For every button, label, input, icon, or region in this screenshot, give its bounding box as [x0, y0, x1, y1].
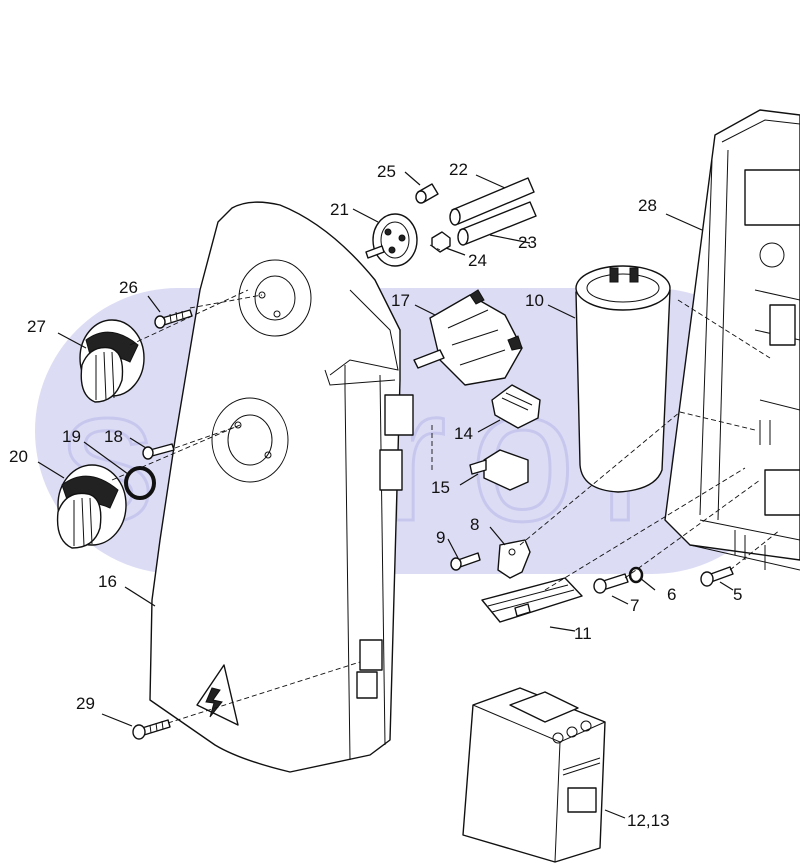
part-28-housing — [664, 109, 800, 571]
label-11: 11 — [574, 624, 592, 643]
part-17-switch — [413, 289, 523, 386]
part-15-component — [469, 449, 529, 491]
part-11-din-rail — [481, 577, 583, 623]
label-21: 21 — [330, 200, 349, 219]
part-23-tube — [457, 201, 537, 246]
label-28: 28 — [638, 196, 657, 215]
part-14-component — [491, 384, 541, 429]
part-27-knob-upper — [79, 319, 145, 403]
label-26: 26 — [119, 278, 138, 297]
leader-lines — [37, 171, 734, 819]
part-29-screw — [132, 719, 171, 740]
label-23: 23 — [518, 233, 537, 252]
part-12-13-contactor — [462, 687, 606, 863]
part-20-knob-lower — [56, 464, 127, 549]
label-8: 8 — [470, 515, 479, 534]
part-6-washer — [628, 566, 644, 584]
label-16: 16 — [98, 572, 117, 591]
callout-labels: 26 27 18 19 20 16 29 21 25 22 23 24 17 1… — [9, 160, 742, 830]
label-12-13: 12,13 — [627, 811, 670, 830]
assembly-guide-lines — [111, 244, 781, 724]
label-20: 20 — [9, 447, 28, 466]
part-7-screw — [593, 573, 629, 594]
label-14: 14 — [454, 424, 473, 443]
label-29: 29 — [76, 694, 95, 713]
part-21-plug — [365, 213, 418, 267]
label-18: 18 — [104, 427, 123, 446]
label-25: 25 — [377, 162, 396, 181]
label-19: 19 — [62, 427, 81, 446]
label-5: 5 — [733, 585, 742, 604]
part-8-bracket — [497, 539, 531, 579]
label-22: 22 — [449, 160, 468, 179]
label-10: 10 — [525, 291, 544, 310]
part-5-screw — [700, 566, 734, 587]
label-7: 7 — [630, 596, 639, 615]
part-16-front-cover — [149, 201, 414, 773]
label-17: 17 — [391, 291, 410, 310]
label-15: 15 — [431, 478, 450, 497]
label-24: 24 — [468, 251, 487, 270]
part-22-tube — [449, 177, 535, 226]
label-27: 27 — [27, 317, 46, 336]
label-6: 6 — [667, 585, 676, 604]
part-18-screw — [142, 443, 175, 460]
part-19-o-ring — [124, 466, 156, 500]
part-10-capacitor — [575, 265, 671, 493]
label-9: 9 — [436, 528, 445, 547]
part-9-screw — [450, 552, 481, 571]
part-25-sleeve — [415, 183, 439, 204]
